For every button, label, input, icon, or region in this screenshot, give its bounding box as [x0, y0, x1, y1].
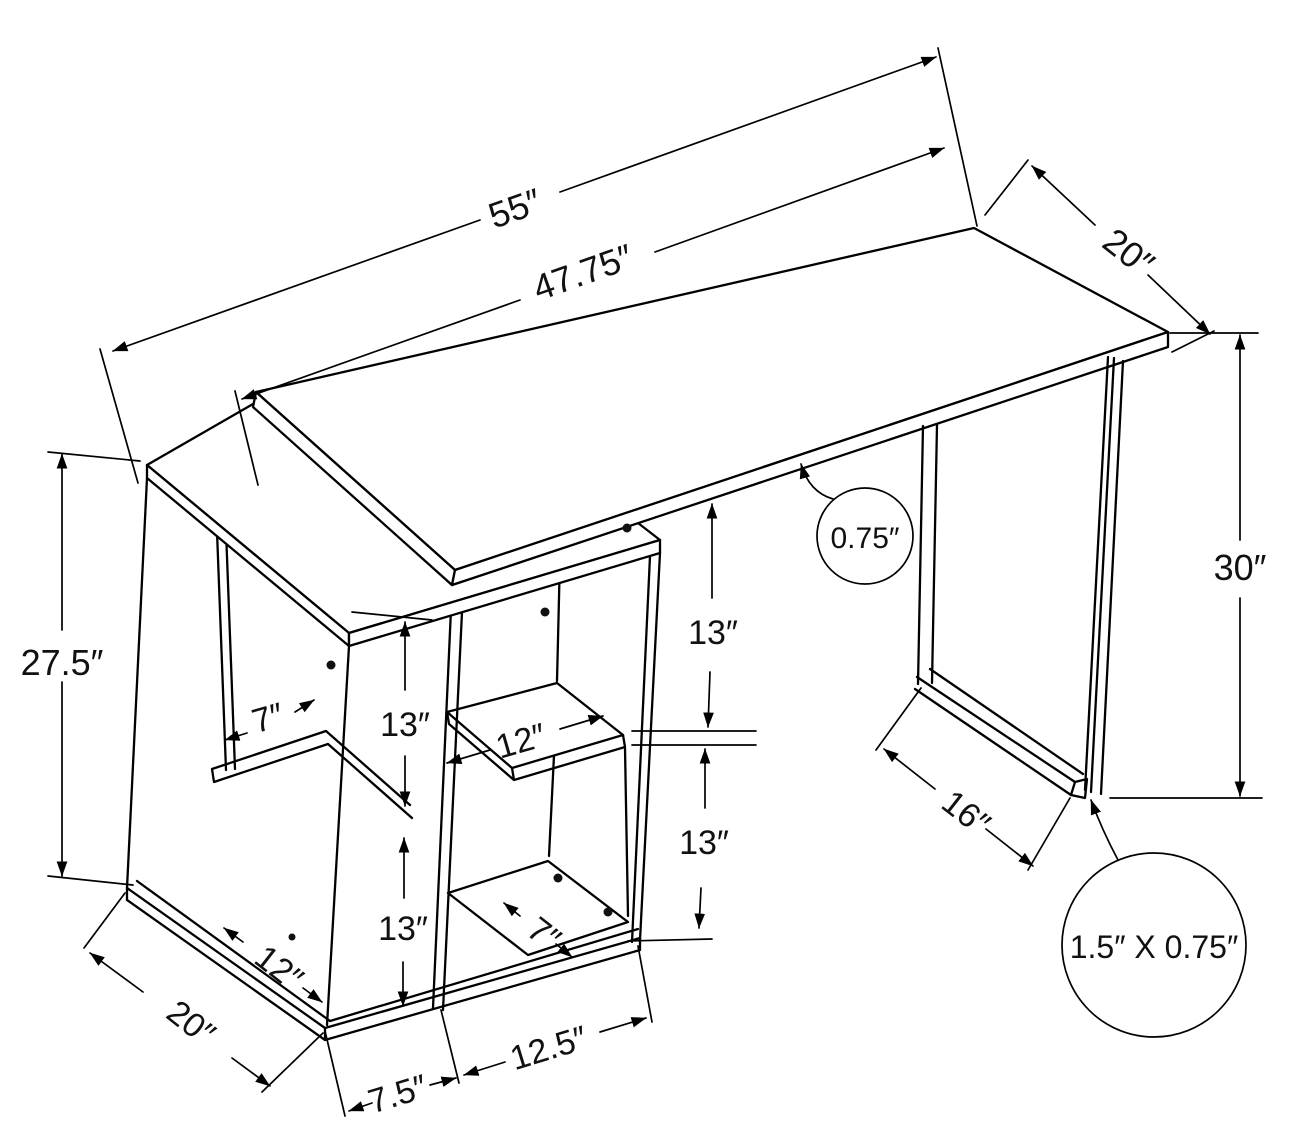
- dim-label-47-75: 47.75″: [528, 236, 639, 309]
- dim-label-12-5: 12.5″: [506, 1019, 592, 1078]
- dim-label-12-floor: 12″: [247, 938, 310, 999]
- dim-cubby-right-upper: 13″: [631, 503, 757, 746]
- dim-label-13-b: 13″: [378, 910, 428, 948]
- callout-desktop-thickness: 0.75″: [799, 463, 914, 585]
- dim-desk-height: 30″: [1109, 332, 1267, 799]
- dim-label-7-5: 7.5″: [364, 1068, 432, 1122]
- dim-label-13-d: 13″: [679, 824, 729, 862]
- metal-u-leg: [913, 355, 1125, 800]
- screw-dots: [288, 523, 632, 941]
- dim-label-20-top: 20″: [1095, 220, 1162, 285]
- dim-cubby-right-lower: 13″: [627, 748, 729, 942]
- dim-label-16: 16″: [934, 783, 997, 844]
- desktop: [251, 226, 1170, 587]
- dim-label-7-shelf: 7″: [248, 696, 288, 741]
- dim-label-30: 30″: [1214, 547, 1267, 588]
- dim-cubby-left-lower: 13″: [378, 837, 428, 1007]
- dim-label-27-5: 27.5″: [21, 642, 104, 683]
- dim-cubby-left-upper: 13″: [351, 611, 433, 807]
- dim-label-20-base: 20″: [159, 993, 222, 1054]
- dim-front-large: 12.5″: [463, 945, 653, 1078]
- dim-label-0-75: 0.75″: [830, 522, 899, 555]
- dim-shelf-side: 7″: [224, 696, 315, 741]
- callout-leg-tube: 1.5″ X 0.75″: [1061, 799, 1247, 1038]
- dim-label-13-c: 13″: [688, 614, 738, 652]
- dim-bookcase-height: 27.5″: [21, 451, 141, 886]
- dim-front-small: 7.5″: [324, 1009, 460, 1122]
- dim-label-13-a: 13″: [380, 706, 430, 744]
- dim-label-1-5x0-75: 1.5″ X 0.75″: [1070, 929, 1239, 965]
- dim-label-55: 55″: [483, 180, 547, 236]
- bookcase-interior: [125, 476, 662, 1042]
